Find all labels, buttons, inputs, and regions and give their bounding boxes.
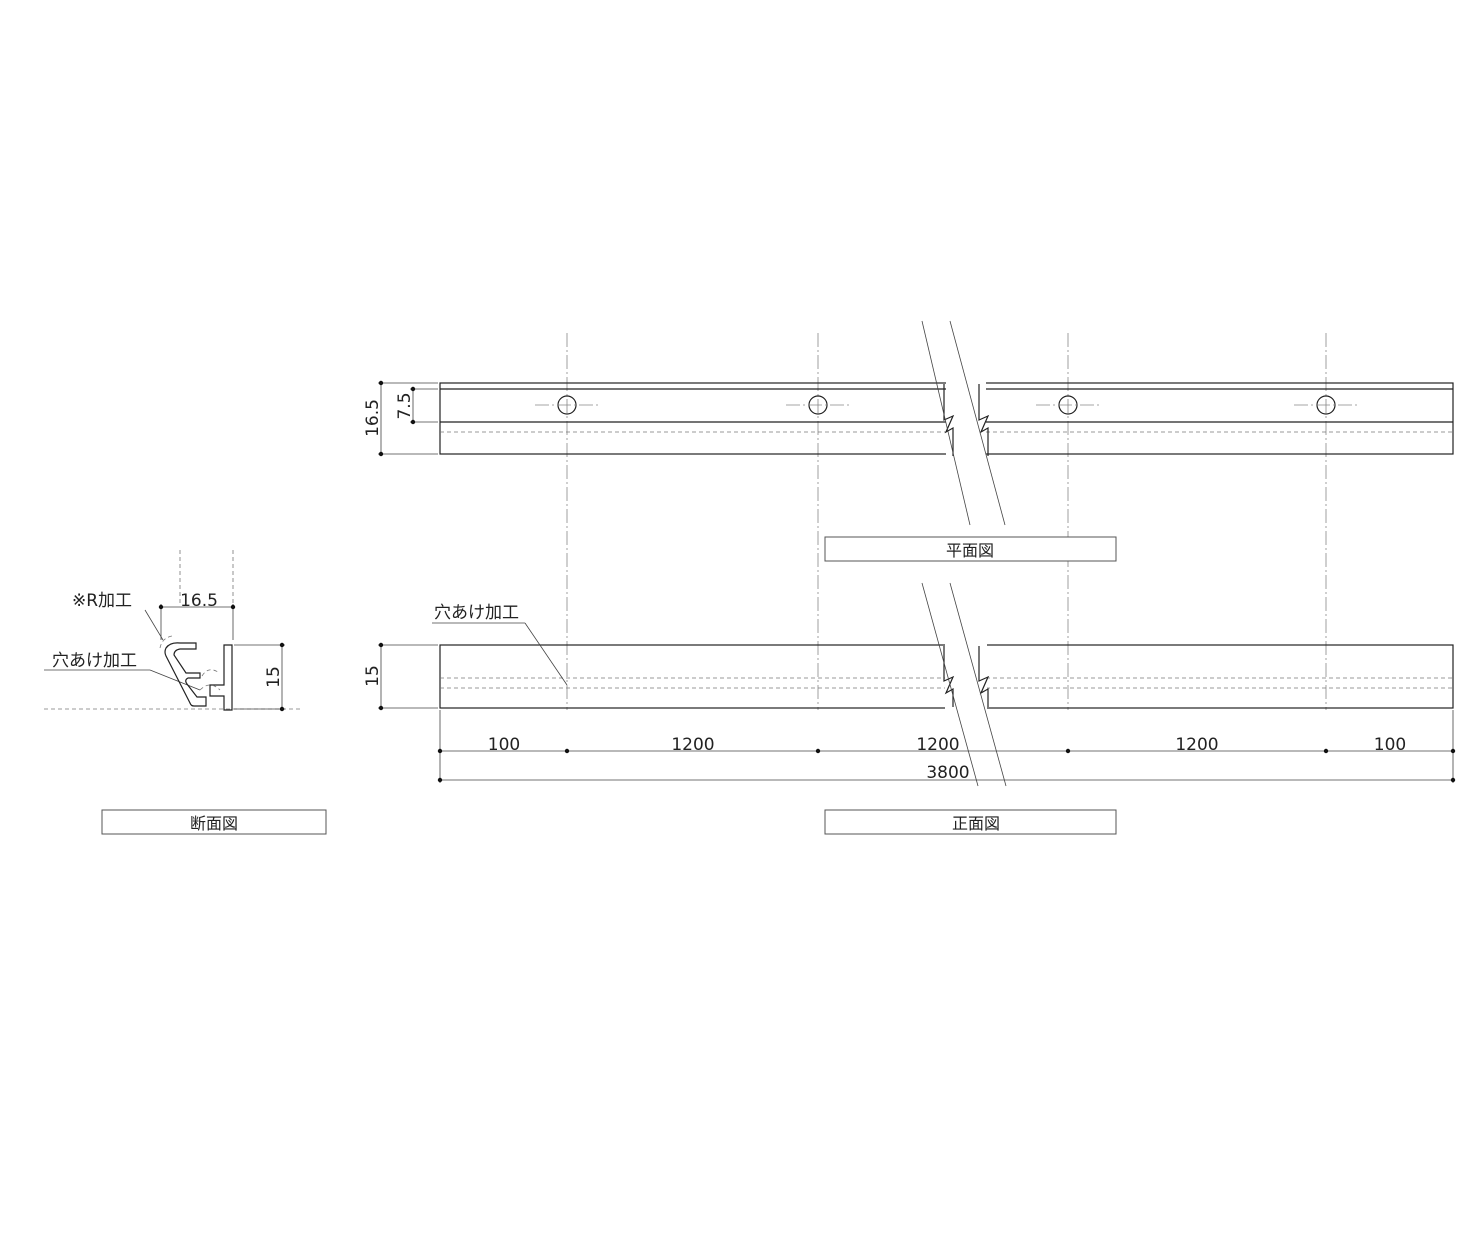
plan-hole	[535, 395, 600, 415]
section-height-dimension	[234, 642, 285, 712]
front-segment-dim-label: 1200	[671, 735, 714, 755]
plan-view-title: 平面図	[946, 541, 994, 560]
front-segment-dim-label: 100	[488, 735, 520, 755]
front-view-title: 正面図	[952, 814, 1000, 833]
section-hole-note: 穴あけ加工	[52, 651, 137, 671]
section-height-dim-label: 15	[264, 666, 284, 688]
front-segment-dimension	[437, 710, 1456, 783]
plan-hole-offset-dim-label: 7.5	[395, 392, 415, 419]
section-view: 16.5 ※R加工 穴あけ加工 15 断面図	[44, 550, 327, 835]
section-r-note-leader	[144, 609, 164, 641]
plan-hole	[786, 395, 850, 415]
front-view: 穴あけ加工 15 100 1200 1200 1200 100	[363, 582, 1456, 835]
section-r-note: ※R加工	[72, 591, 132, 611]
section-view-title: 断面図	[190, 814, 238, 833]
plan-break-symbol	[921, 320, 1006, 526]
plan-hole	[1036, 395, 1100, 415]
front-segment-dim-label: 100	[1374, 735, 1406, 755]
front-segment-dim-label: 1200	[1175, 735, 1218, 755]
section-profile	[159, 635, 233, 711]
section-title-box	[101, 809, 327, 835]
section-width-dimension	[158, 604, 236, 640]
section-hole-note-leader-diagonal	[149, 669, 201, 691]
section-width-dim-label: 16.5	[180, 591, 218, 611]
front-title-box	[824, 809, 1117, 835]
plan-hole-offset-dimension	[410, 386, 438, 425]
plan-title-box	[824, 536, 1117, 562]
front-height-dim-label: 15	[363, 665, 383, 687]
front-segment-dim-label: 1200	[916, 735, 959, 755]
front-hole-note: 穴あけ加工	[434, 603, 519, 623]
front-break-symbol	[921, 582, 1007, 787]
front-hole-note-leader-diagonal	[524, 622, 568, 686]
plan-view: 16.5 7.5 平面図	[363, 320, 1454, 710]
front-overall-dim-label: 3800	[926, 763, 969, 783]
front-height-dimension	[378, 642, 438, 711]
plan-hole	[1294, 395, 1358, 415]
front-overall-dimension	[437, 777, 1456, 783]
plan-depth-dimension	[378, 380, 438, 457]
plan-depth-dim-label: 16.5	[363, 399, 383, 437]
